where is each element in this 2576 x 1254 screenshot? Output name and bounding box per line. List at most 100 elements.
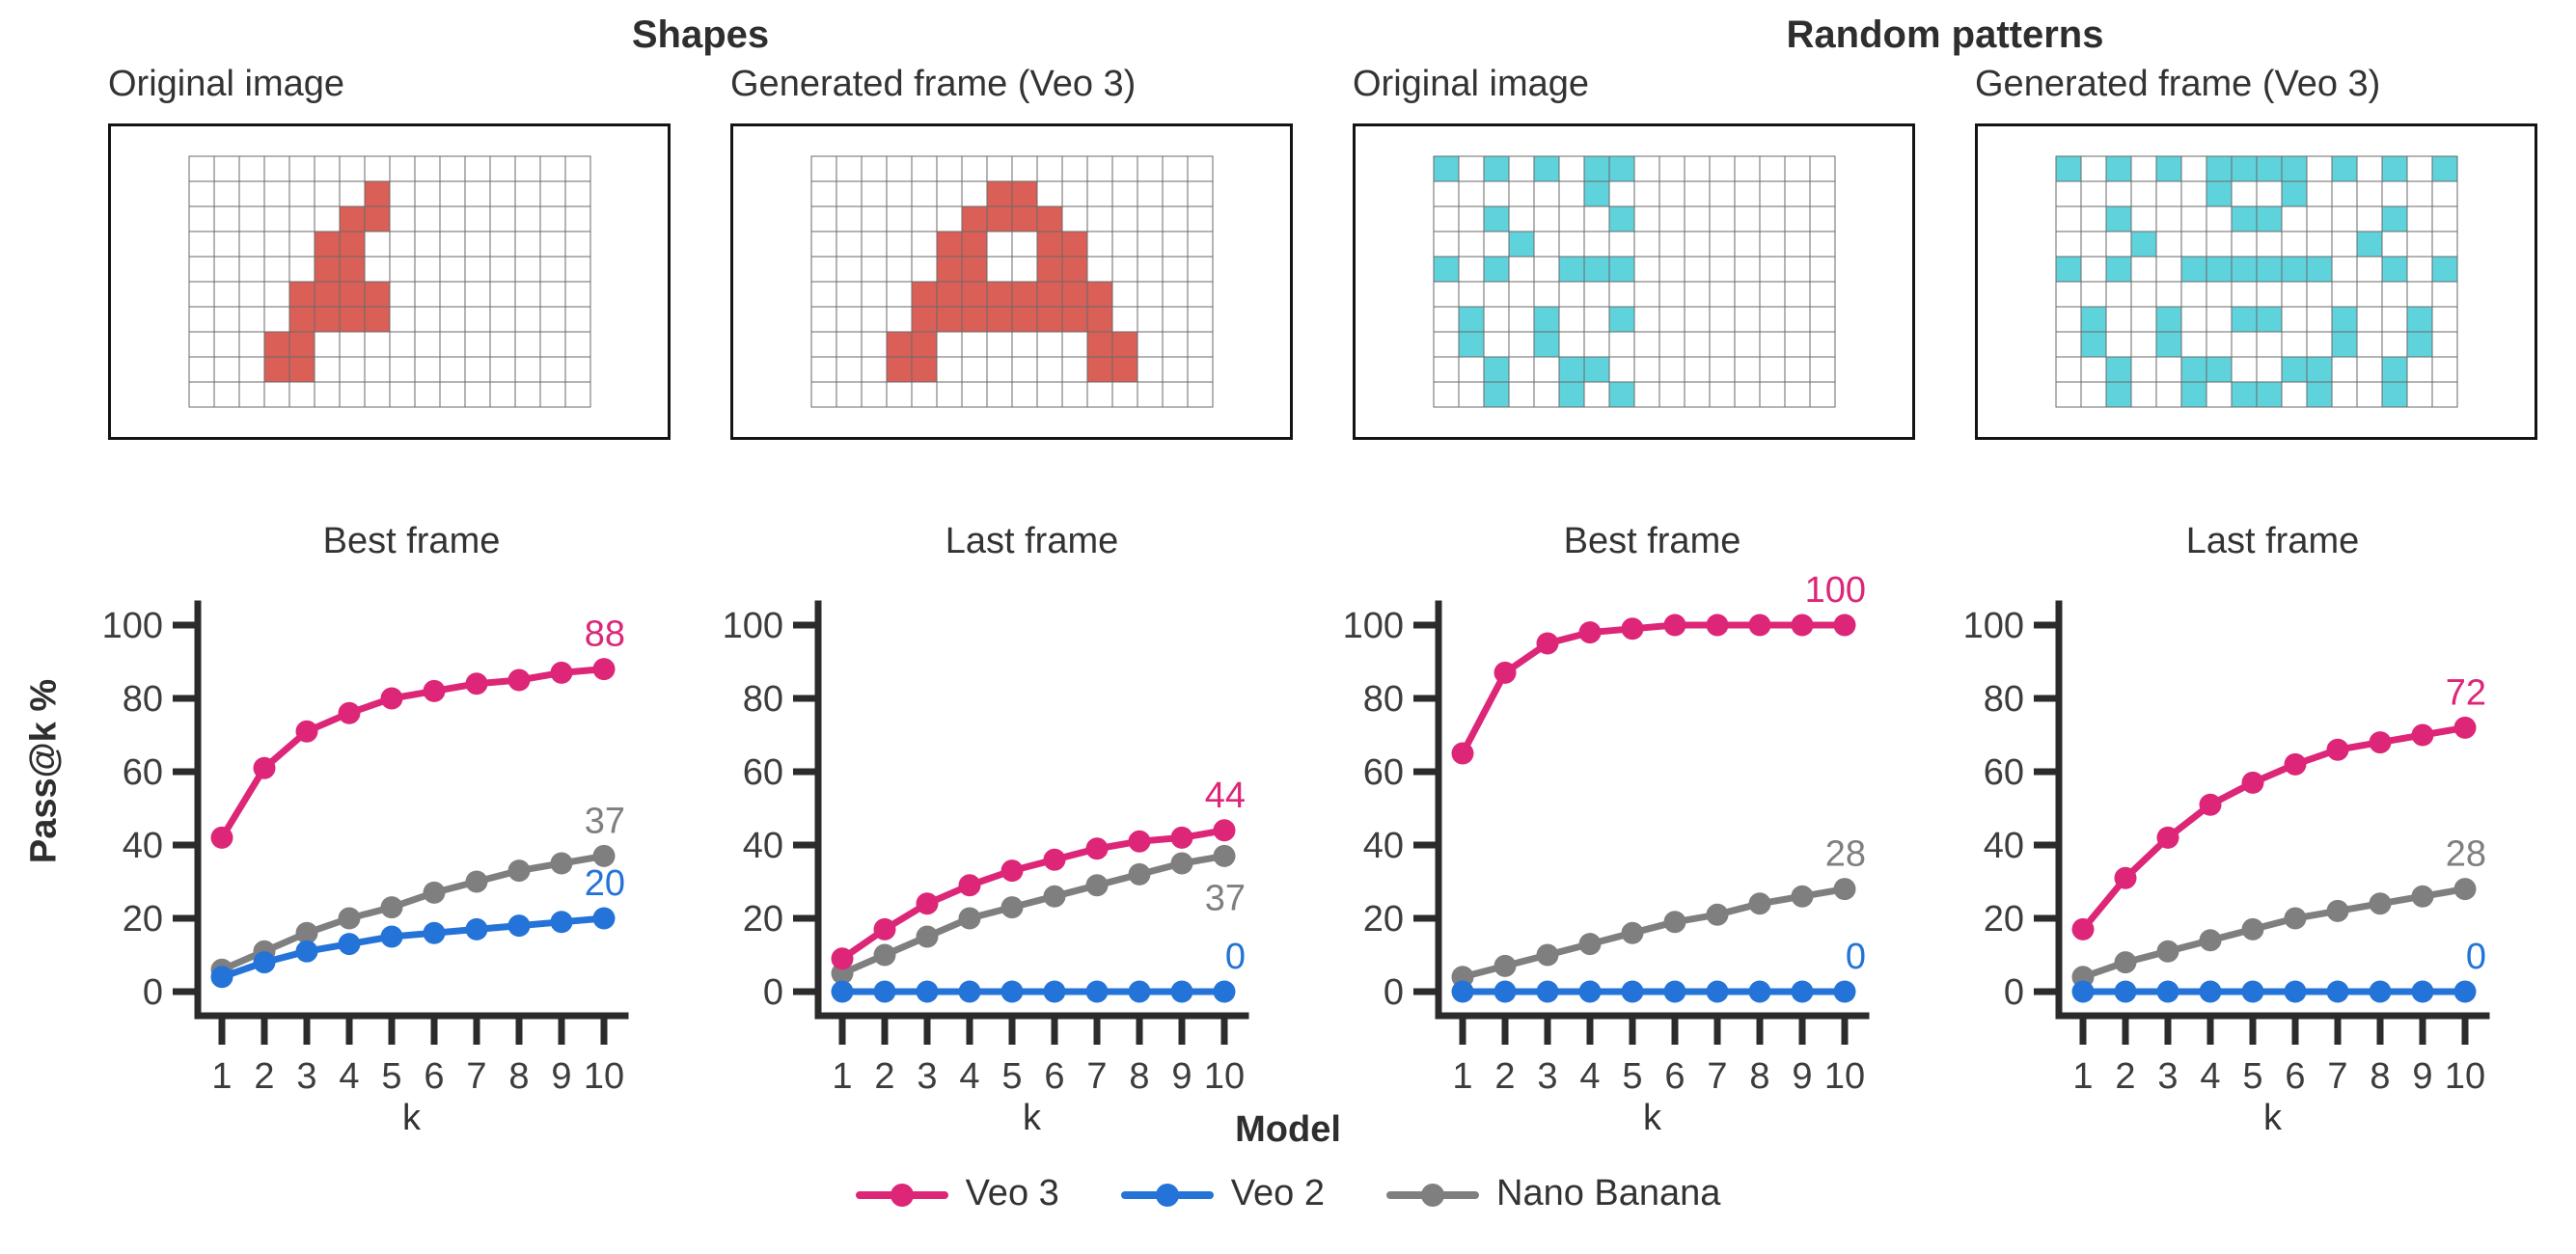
pixel-cell	[2131, 181, 2155, 206]
pixel-cell	[1037, 206, 1061, 232]
pixel-cell	[2232, 156, 2256, 181]
pixel-cell	[937, 257, 961, 282]
pixel-cell	[1037, 307, 1061, 332]
pixel-cell	[1434, 257, 1458, 282]
pixel-cell	[390, 156, 414, 181]
data-point	[1000, 859, 1024, 883]
pixel-cell	[1559, 357, 1583, 382]
pixel-cell	[515, 232, 539, 257]
pixel-cell	[2181, 232, 2206, 257]
pixel-cell	[987, 206, 1011, 232]
pixel-cell	[1609, 156, 1633, 181]
y-tick-label: 100	[1343, 606, 1404, 646]
data-point	[2199, 929, 2222, 952]
pixel-cell	[515, 206, 539, 232]
pixel-cell	[1685, 332, 1709, 357]
pixel-cell	[2357, 206, 2381, 232]
pixel-cell	[1112, 382, 1137, 407]
y-tick-label: 100	[723, 606, 783, 646]
data-point	[380, 925, 403, 948]
pixel-cell	[1062, 156, 1086, 181]
pixel-cell	[987, 257, 1011, 282]
pixel-cell	[987, 382, 1011, 407]
pixel-cell	[465, 257, 489, 282]
pixel-cell	[962, 332, 986, 357]
pixel-cell	[1012, 332, 1036, 357]
series-line	[838, 827, 1228, 963]
group-header-random-patterns: Random patterns	[1786, 14, 2104, 56]
pixel-cell	[2131, 307, 2155, 332]
pixel-cell	[1087, 357, 1111, 382]
pixel-cell	[315, 181, 339, 206]
pixel-cell	[2106, 282, 2130, 307]
pixel-cell	[1137, 307, 1162, 332]
pixel-cell	[962, 307, 986, 332]
y-tick-label: 100	[102, 606, 163, 646]
pixel-cell	[836, 307, 861, 332]
data-point	[253, 951, 276, 974]
pixel-cell	[340, 357, 364, 382]
pixel-cell	[1062, 257, 1086, 282]
pixel-cell	[811, 232, 836, 257]
pixel-cell	[2307, 257, 2331, 282]
series-line	[838, 852, 1228, 977]
pixel-cell	[2382, 232, 2406, 257]
pixel-cell	[962, 156, 986, 181]
pixel-cell	[1584, 181, 1608, 206]
pixel-cell	[1163, 232, 1187, 257]
pixel-cell	[2407, 257, 2431, 282]
pixel-cell	[2407, 156, 2431, 181]
pixel-cell	[1534, 307, 1558, 332]
pixel-cell	[440, 357, 464, 382]
x-tick-label: 10	[1204, 1056, 1245, 1097]
pixel-cell	[1087, 232, 1111, 257]
pixel-cell	[2307, 206, 2331, 232]
pixel-cell	[1188, 282, 1212, 307]
data-point	[423, 881, 446, 904]
pixel-cell	[1188, 257, 1212, 282]
pixel-cell	[1534, 181, 1558, 206]
pixel-cell	[1062, 307, 1086, 332]
series-end-label: 37	[585, 801, 625, 841]
pixel-cell	[540, 232, 564, 257]
pixel-cell	[1559, 282, 1583, 307]
data-point	[2284, 980, 2307, 1003]
pixel-cell	[1634, 282, 1658, 307]
pixel-cell	[1735, 332, 1759, 357]
pixel-cell	[2282, 156, 2306, 181]
data-point	[1833, 878, 1856, 901]
pixel-cell	[1188, 332, 1212, 357]
y-tick-label: 0	[2004, 972, 2024, 1013]
data-point	[2284, 752, 2307, 776]
data-point	[2369, 731, 2392, 754]
data-point	[1833, 613, 1856, 637]
pixel-cell	[1659, 156, 1684, 181]
data-point	[916, 925, 939, 948]
pixel-cell	[1484, 332, 1508, 357]
pixel-cell	[1685, 181, 1709, 206]
pixel-cell	[415, 232, 439, 257]
pixel-cell	[1137, 232, 1162, 257]
pixel-cell	[515, 332, 539, 357]
pixel-cell	[1710, 156, 1734, 181]
panel-shapes-generated: Generated frame (Veo 3)	[730, 64, 1293, 440]
pixel-cell	[1785, 181, 1809, 206]
pixel-cell	[2081, 156, 2105, 181]
data-point	[465, 870, 488, 893]
pixel-cell	[1559, 181, 1583, 206]
pixel-cell	[1163, 307, 1187, 332]
pixel-cell	[2282, 282, 2306, 307]
data-point	[1663, 911, 1686, 934]
pixel-cell	[1609, 257, 1633, 282]
pixel-cell	[1484, 156, 1508, 181]
pixel-cell	[1760, 156, 1784, 181]
series-end-label: 28	[2446, 834, 2486, 875]
series-nano-banana: 37	[210, 801, 625, 981]
pixel-cell	[2131, 232, 2155, 257]
pixel-cell	[1659, 206, 1684, 232]
series-veo-2: 20	[210, 863, 625, 989]
pixel-grid-frame	[108, 123, 671, 440]
pixel-cell	[2432, 382, 2456, 407]
pixel-cell	[1810, 357, 1834, 382]
